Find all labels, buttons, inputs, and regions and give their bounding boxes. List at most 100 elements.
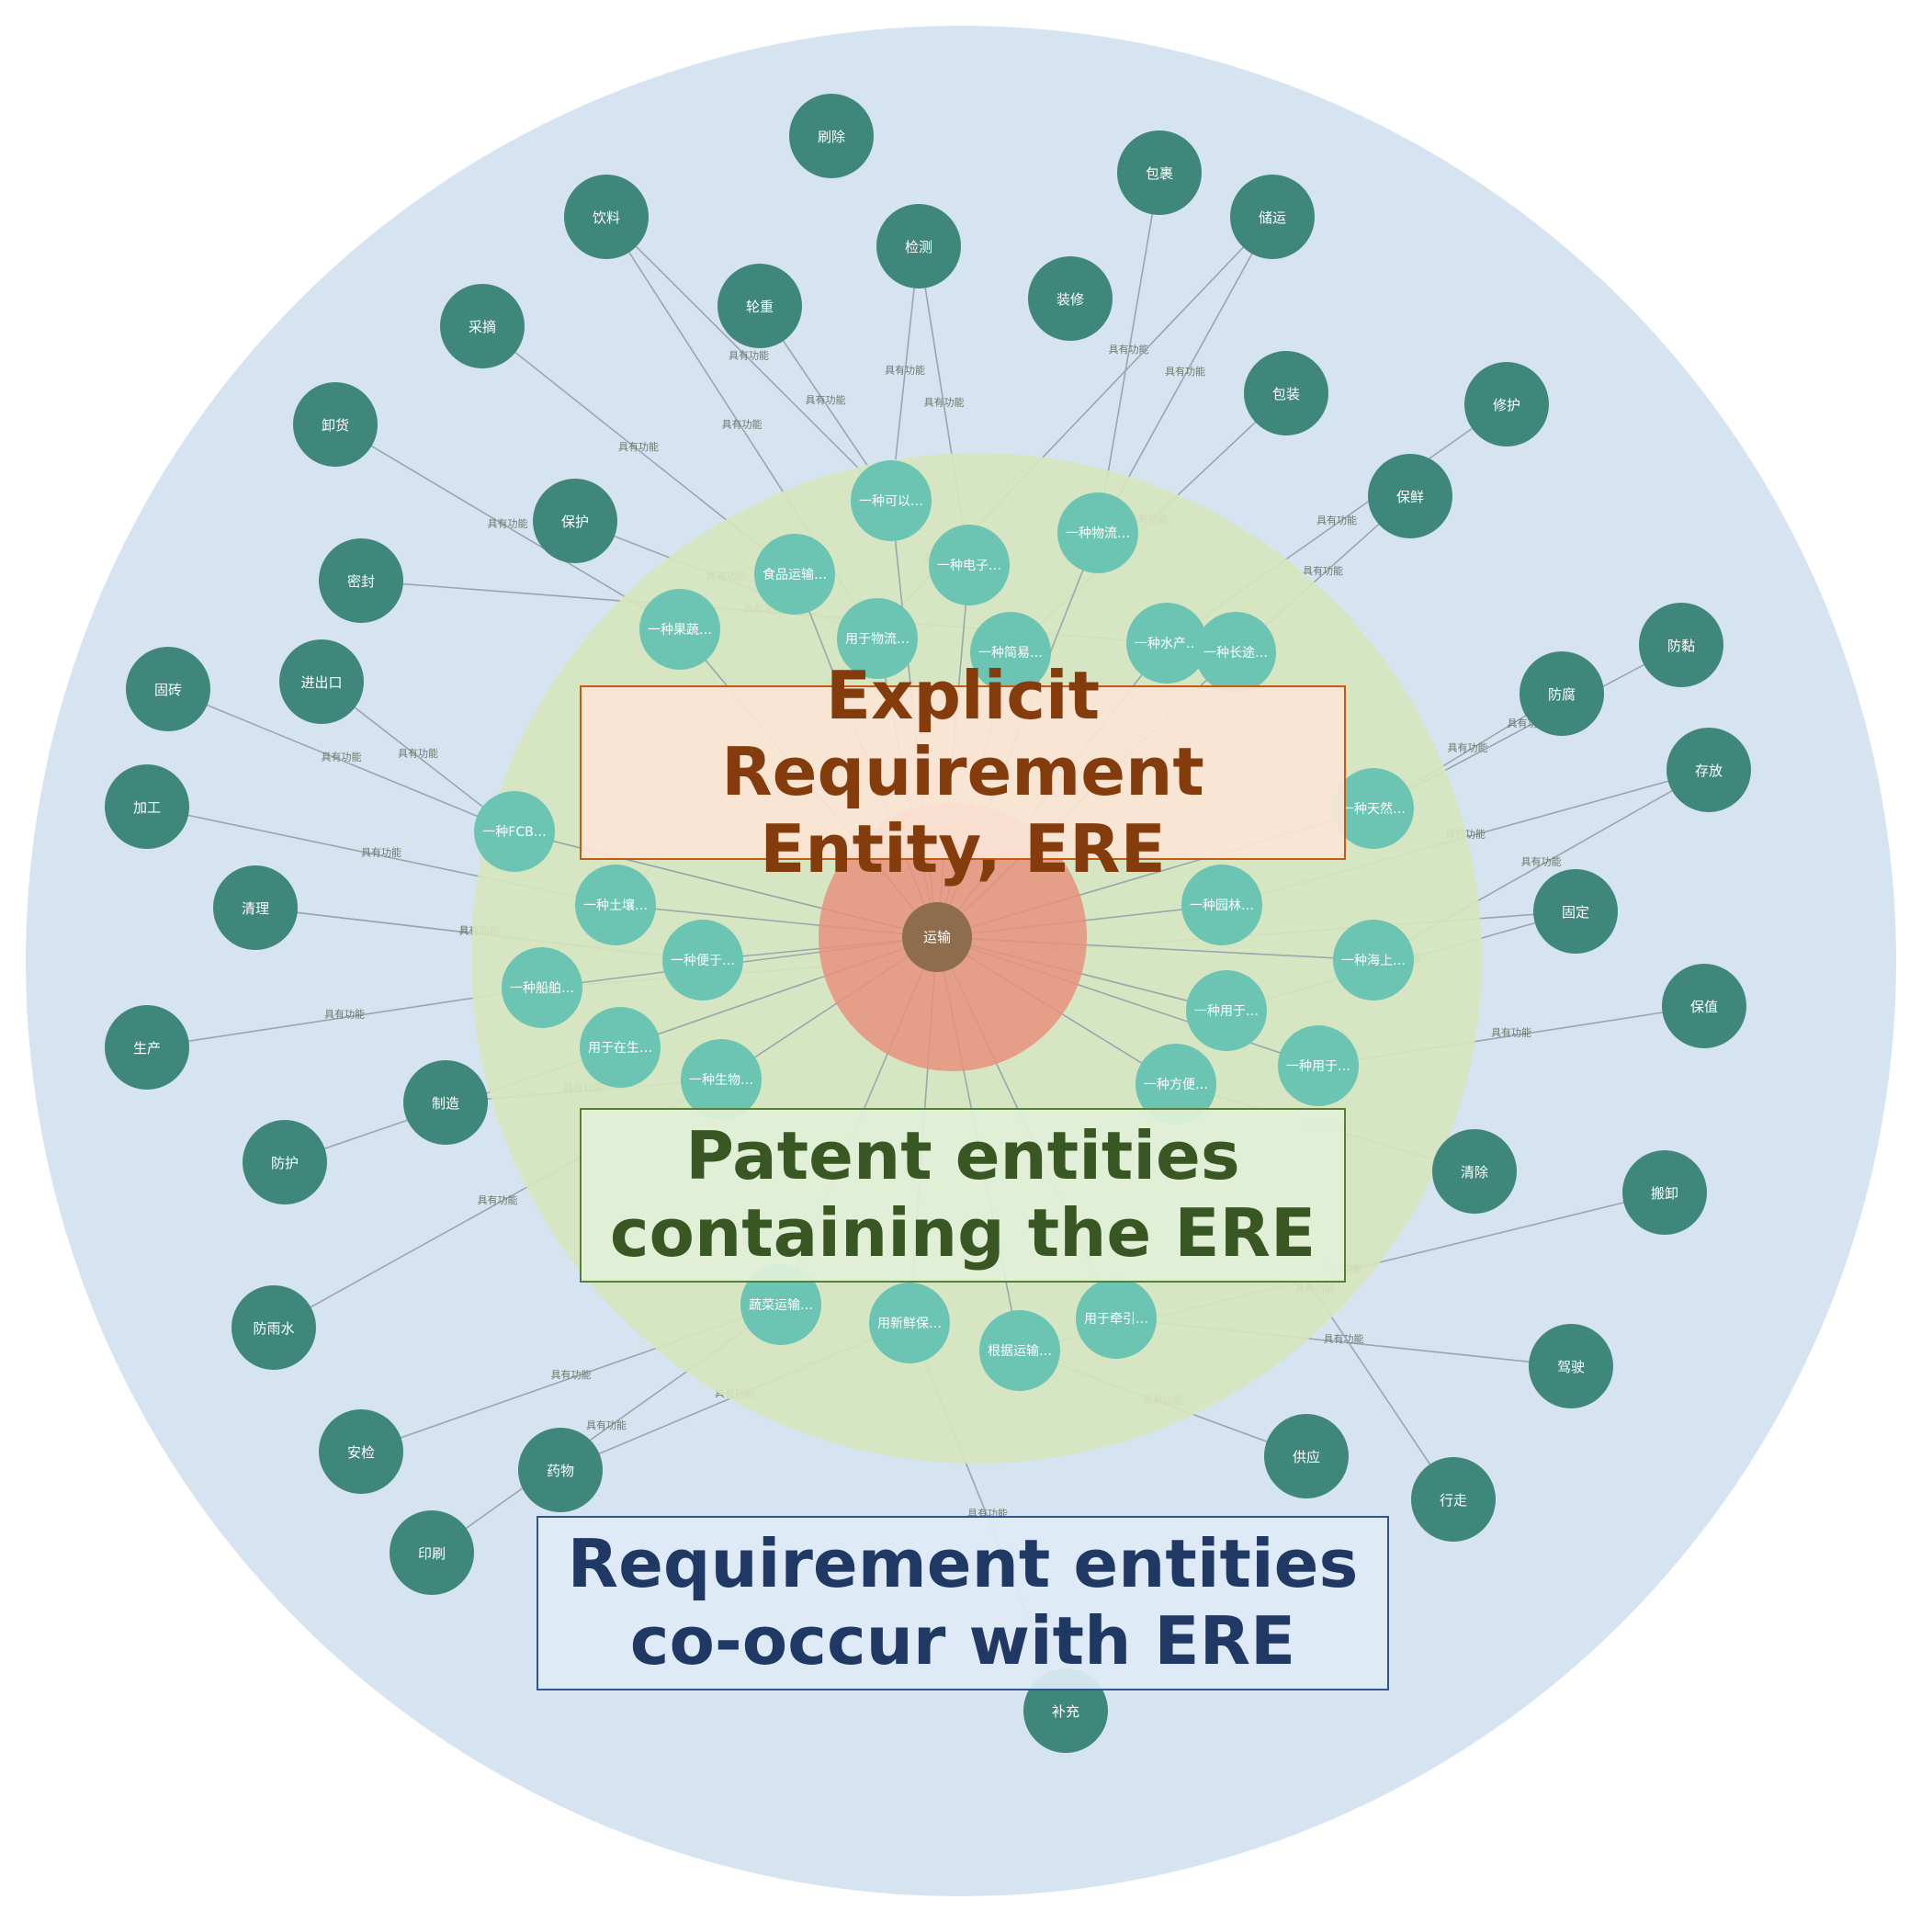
requirement-node: 制造 (403, 1060, 488, 1145)
requirement-node-label: 供应 (1293, 1449, 1320, 1465)
requirement-node-circle (1230, 175, 1315, 259)
requirement-node-label: 生产 (133, 1040, 161, 1057)
requirement-node: 加工 (105, 764, 189, 849)
requirement-node-label: 制造 (432, 1095, 459, 1112)
edge-label: 具有功能 (361, 846, 401, 859)
requirement-node-circle (1533, 869, 1618, 954)
patent-node: 一种长途… (1195, 612, 1276, 693)
requirement-node: 密封 (319, 538, 403, 623)
requirement-node-circle (232, 1285, 316, 1370)
edge-label: 具有功能 (488, 517, 528, 530)
cooccur-requirements-caption: Requirement entities co-occur with ERE (537, 1516, 1389, 1690)
patent-node: 一种园林… (1181, 865, 1262, 945)
edge-line (334, 424, 681, 630)
patent-node-circle (1195, 612, 1276, 693)
center-node: 运输 (902, 902, 972, 972)
requirement-node: 检测 (876, 204, 961, 288)
requirement-node-label: 存放 (1695, 763, 1723, 779)
edge-label: 具有功能 (1316, 514, 1357, 526)
patent-node: 一种海上… (1333, 920, 1414, 1001)
patent-node-label: 一种生物… (689, 1073, 753, 1088)
patent-node-circle (639, 589, 720, 670)
patent-node-circle (662, 920, 743, 1001)
edge-label: 具有功能 (1324, 1332, 1364, 1345)
requirement-node: 轮重 (717, 264, 802, 348)
requirement-node-label: 修护 (1493, 397, 1520, 413)
patent-node: 一种水产… (1126, 603, 1207, 684)
patent-node-label: 一种电子… (937, 559, 1001, 573)
edge-label: 具有功能 (1491, 1026, 1531, 1039)
patent-node-label: 蔬菜运输… (749, 1298, 813, 1313)
requirement-node-label: 轮重 (746, 299, 774, 315)
requirement-node-label: 搬卸 (1651, 1185, 1678, 1202)
patent-node-label: 一种土壤… (583, 898, 648, 913)
requirement-node-label: 保护 (561, 514, 589, 530)
requirement-node: 防黏 (1639, 603, 1723, 687)
edge-label: 具有功能 (324, 1008, 365, 1021)
patent-node-circle (837, 598, 918, 679)
requirement-node-circle (1622, 1150, 1707, 1235)
edge-label: 具有功能 (722, 418, 763, 431)
requirement-node-circle (403, 1060, 488, 1145)
patent-node-label: 一种园林… (1190, 899, 1254, 913)
patent-node-circle (1126, 603, 1207, 684)
requirement-node-label: 防腐 (1548, 686, 1576, 703)
patent-node-label: 一种长途… (1203, 645, 1268, 661)
requirement-node-circle (1639, 603, 1723, 687)
requirement-node: 刷除 (789, 94, 874, 178)
requirement-node: 修护 (1464, 362, 1549, 447)
requirement-node: 进出口 (279, 639, 364, 724)
patent-node: 一种船舶… (502, 947, 582, 1028)
patent-node-label: 一种海上… (1341, 954, 1406, 968)
requirement-node: 防护 (243, 1120, 327, 1204)
requirement-node-label: 补充 (1052, 1703, 1079, 1720)
patent-node: 用于在生… (580, 1007, 661, 1088)
requirement-node-label: 进出口 (300, 674, 342, 691)
patent-node-label: 一种天然… (1341, 801, 1406, 817)
edge-label: 具有功能 (1521, 855, 1562, 868)
patent-node-circle (681, 1039, 762, 1120)
patent-node-circle (502, 947, 582, 1028)
requirement-node: 保护 (533, 479, 617, 563)
edge-label: 具有功能 (586, 1419, 627, 1431)
requirement-node-label: 刷除 (818, 129, 845, 145)
requirement-node-circle (1529, 1324, 1613, 1408)
edge-label: 具有功能 (618, 440, 659, 453)
requirement-node: 行走 (1411, 1457, 1496, 1542)
requirement-node-label: 密封 (347, 573, 375, 590)
edge-label: 具有功能 (322, 751, 362, 763)
requirement-node: 药物 (518, 1428, 603, 1512)
requirement-node-label: 饮料 (593, 209, 620, 226)
requirement-node-circle (789, 94, 874, 178)
patent-node: 一种果蔬… (639, 589, 720, 670)
patent-node: 一种用于… (1278, 1025, 1359, 1106)
patent-node-circle (1057, 492, 1138, 573)
patent-node-circle (1278, 1025, 1359, 1106)
requirement-node-circle (533, 479, 617, 563)
requirement-node-circle (1368, 454, 1452, 538)
edge-label: 具有功能 (398, 747, 438, 760)
edge-label: 具有功能 (806, 393, 846, 406)
requirement-node: 防雨水 (232, 1285, 316, 1370)
requirement-node: 装修 (1028, 256, 1113, 341)
requirement-node: 固定 (1533, 869, 1618, 954)
requirement-node: 固砖 (126, 647, 210, 731)
requirement-node-label: 行走 (1440, 1492, 1467, 1509)
patent-node: 一种FCB… (474, 791, 555, 872)
requirement-node-circle (319, 538, 403, 623)
patent-node-circle (575, 865, 656, 945)
patent-node: 根据运输… (979, 1310, 1060, 1391)
requirement-node-circle (876, 204, 961, 288)
patent-node-circle (1333, 920, 1414, 1001)
patent-node-label: 一种果蔬… (648, 623, 712, 638)
requirement-node: 保鲜 (1368, 454, 1452, 538)
patent-node: 一种可以… (851, 460, 932, 541)
requirement-node-circle (1432, 1129, 1517, 1214)
patent-node-label: 一种可以… (859, 494, 923, 509)
requirement-node-circle (1264, 1414, 1349, 1498)
patent-node: 用于牵引… (1076, 1278, 1157, 1359)
edge-label: 具有功能 (1448, 741, 1488, 754)
requirement-node-circle (1666, 728, 1751, 812)
requirement-node: 供应 (1264, 1414, 1349, 1498)
requirement-node: 安检 (319, 1409, 403, 1494)
